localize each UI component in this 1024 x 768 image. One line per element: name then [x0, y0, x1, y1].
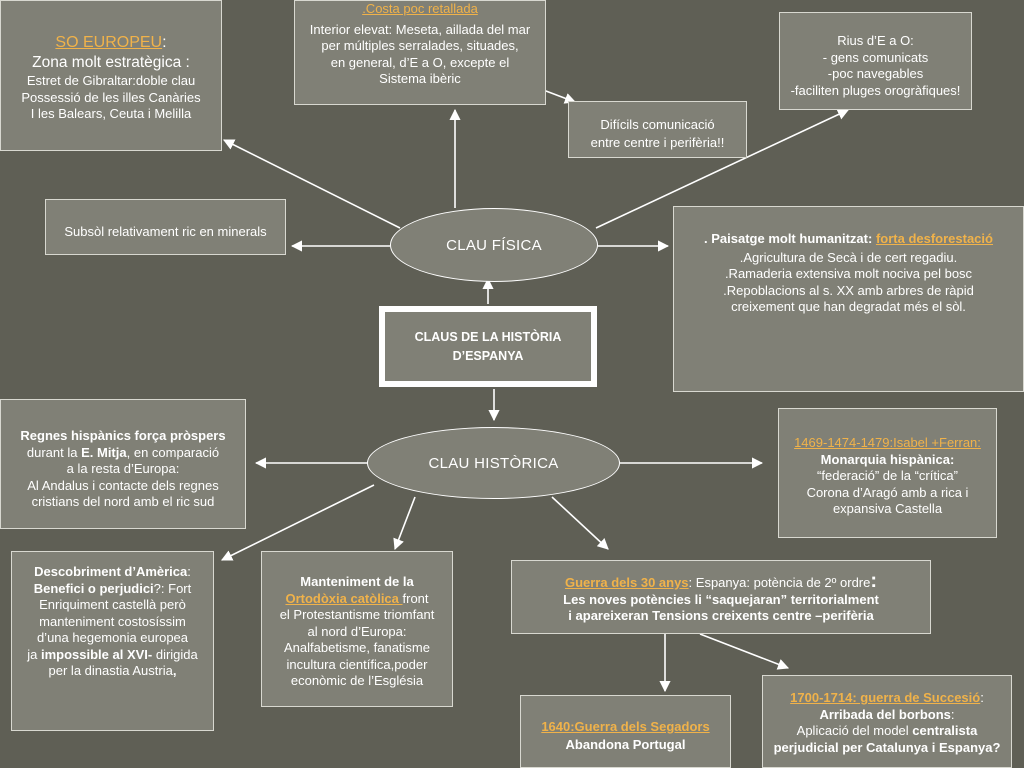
costa-line5: Sistema ibèric: [379, 71, 461, 86]
so-europeu-line5: I les Balears, Ceuta i Melilla: [30, 106, 192, 121]
reis-line2: Monarquia hispànica:: [820, 451, 955, 467]
hub-clau-fisica: CLAU FÍSICA: [390, 208, 598, 282]
paisatge-prefix: . Paisatge molt humanitzat:: [704, 231, 876, 246]
arrow-historica-to-ortodoxia: [393, 496, 416, 551]
ortodoxia-line4: al nord d’Europa:: [307, 623, 407, 639]
costa-line4: en general, d’E a O, excepte el: [330, 54, 510, 70]
costa-line3: per múltiples serralades, situades,: [321, 38, 519, 53]
ortodoxia-line6: incultura científica,poder: [286, 656, 428, 672]
guerra30-line3: i apareixeran Tensions creixents centre …: [568, 608, 874, 623]
successio-line4: perjudicial per Catalunya i Espanya?: [773, 739, 1001, 755]
arrow-fisica-to-europeu: [222, 139, 401, 229]
title-box: CLAUS DE LA HISTÒRIA D’ESPANYA: [379, 306, 597, 387]
so-europeu-line4: Possessió de les illes Canàries: [21, 89, 201, 105]
so-europeu-line2: Zona molt estratègica :: [32, 54, 190, 71]
paisatge-line4: .Repoblacions al s. XX amb arbres de ràp…: [723, 282, 974, 298]
title-line2: D’ESPANYA: [452, 348, 524, 363]
america-line4: manteniment costosíssim: [39, 613, 186, 629]
costa-heading: .Costa poc retallada: [362, 1, 478, 16]
america-line3: Enriquiment castellà però: [39, 597, 186, 612]
ortodoxia-line1: Manteniment de la: [300, 574, 414, 589]
comunicacio-line1: Difícils comunicació: [600, 117, 715, 132]
costa-line2: Interior elevat: Meseta, aillada del mar: [309, 21, 531, 37]
regnes-line5: cristians del nord amb el ric sud: [31, 494, 215, 509]
box-paisatge: . Paisatge molt humanitzat: forta desfor…: [673, 206, 1024, 392]
paisatge-line5: creixement que han degradat més el sòl.: [731, 299, 966, 314]
box-costa: .Costa poc retallada Interior elevat: Me…: [294, 0, 546, 105]
box-guerra-30-anys: Guerra dels 30 anys: Espanya: potència d…: [511, 560, 931, 634]
title-line1: CLAUS DE LA HISTÒRIA: [414, 329, 562, 344]
guerra30-line2: Les noves potències li “saquejaran” terr…: [563, 591, 879, 607]
reis-line5: expansiva Castella: [832, 501, 943, 516]
rius-line2: - gens comunicats: [822, 49, 929, 65]
ortodoxia-line5: Analfabetisme, fanatisme: [284, 640, 430, 655]
hub-clau-historica-label: CLAU HISTÒRICA: [428, 454, 559, 472]
rius-line1: Rius d’E a O:: [837, 33, 914, 48]
america-line5: d’una hegemonia europea: [36, 630, 189, 645]
box-america: Descobriment d’Amèrica: Benefici o perju…: [11, 551, 214, 731]
paisatge-line3: .Ramaderia extensiva molt nociva pel bos…: [724, 266, 973, 281]
subsol-text: Subsòl relativament ric en minerals: [64, 224, 267, 239]
rius-line3: -poc navegables: [827, 66, 924, 81]
so-europeu-heading: SO EUROPEU: [55, 34, 163, 51]
paisatge-line2: .Agricultura de Secà i de cert regadiu.: [739, 249, 958, 265]
box-regnes: Regnes hispànics força pròspers durant l…: [0, 399, 246, 529]
box-so-europeu: SO EUROPEU: Zona molt estratègica : Estr…: [0, 0, 222, 151]
ortodoxia-line7: econòmic de l’Església: [290, 673, 424, 688]
arrow-historica-to-america: [220, 484, 375, 561]
regnes-line3: a la resta d’Europa:: [66, 461, 180, 476]
paisatge-highlight: forta desforestació: [875, 231, 993, 246]
hub-clau-historica: CLAU HISTÒRICA: [367, 427, 620, 499]
arrow-historica-to-guerra30: [551, 496, 609, 550]
segadors-line2: Abandona Portugal: [565, 737, 686, 752]
regnes-line1: Regnes hispànics força pròspers: [20, 428, 226, 443]
reis-line4: Corona d’Aragó amb a rica i: [806, 484, 969, 500]
hub-clau-fisica-label: CLAU FÍSICA: [446, 236, 542, 254]
so-europeu-line3: Estret de Gibraltar:doble clau: [26, 73, 196, 88]
box-reis: 1469-1474-1479:Isabel +Ferran: Monarquia…: [778, 408, 997, 538]
regnes-line4: Al Andalus i contacte dels regnes: [27, 477, 219, 493]
rius-line4: -faciliten pluges orogràfiques!: [790, 82, 961, 98]
reis-line3: “federació” de la “crítica”: [817, 468, 958, 483]
box-segadors: 1640:Guerra dels Segadors Abandona Portu…: [520, 695, 731, 768]
box-rius: Rius d’E a O: - gens comunicats -poc nav…: [779, 12, 972, 110]
box-successio: 1700-1714: guerra de Succesió: Arribada …: [762, 675, 1012, 768]
comunicacio-line2: entre centre i perifèria!!: [590, 135, 725, 150]
ortodoxia-line3: el Protestantisme triomfant: [279, 607, 435, 622]
reis-heading: 1469-1474-1479:Isabel +Ferran:: [794, 435, 981, 450]
arrow-guerra30-to-successio: [699, 633, 790, 670]
box-ortodoxia: Manteniment de la Ortodòxia catòlica fro…: [261, 551, 453, 707]
arrow-fisica-to-rius: [595, 109, 850, 229]
segadors-heading: 1640:Guerra dels Segadors: [541, 719, 710, 734]
box-subsol: Subsòl relativament ric en minerals: [45, 199, 286, 255]
box-comunicacio: Difícils comunicació entre centre i peri…: [568, 101, 747, 158]
